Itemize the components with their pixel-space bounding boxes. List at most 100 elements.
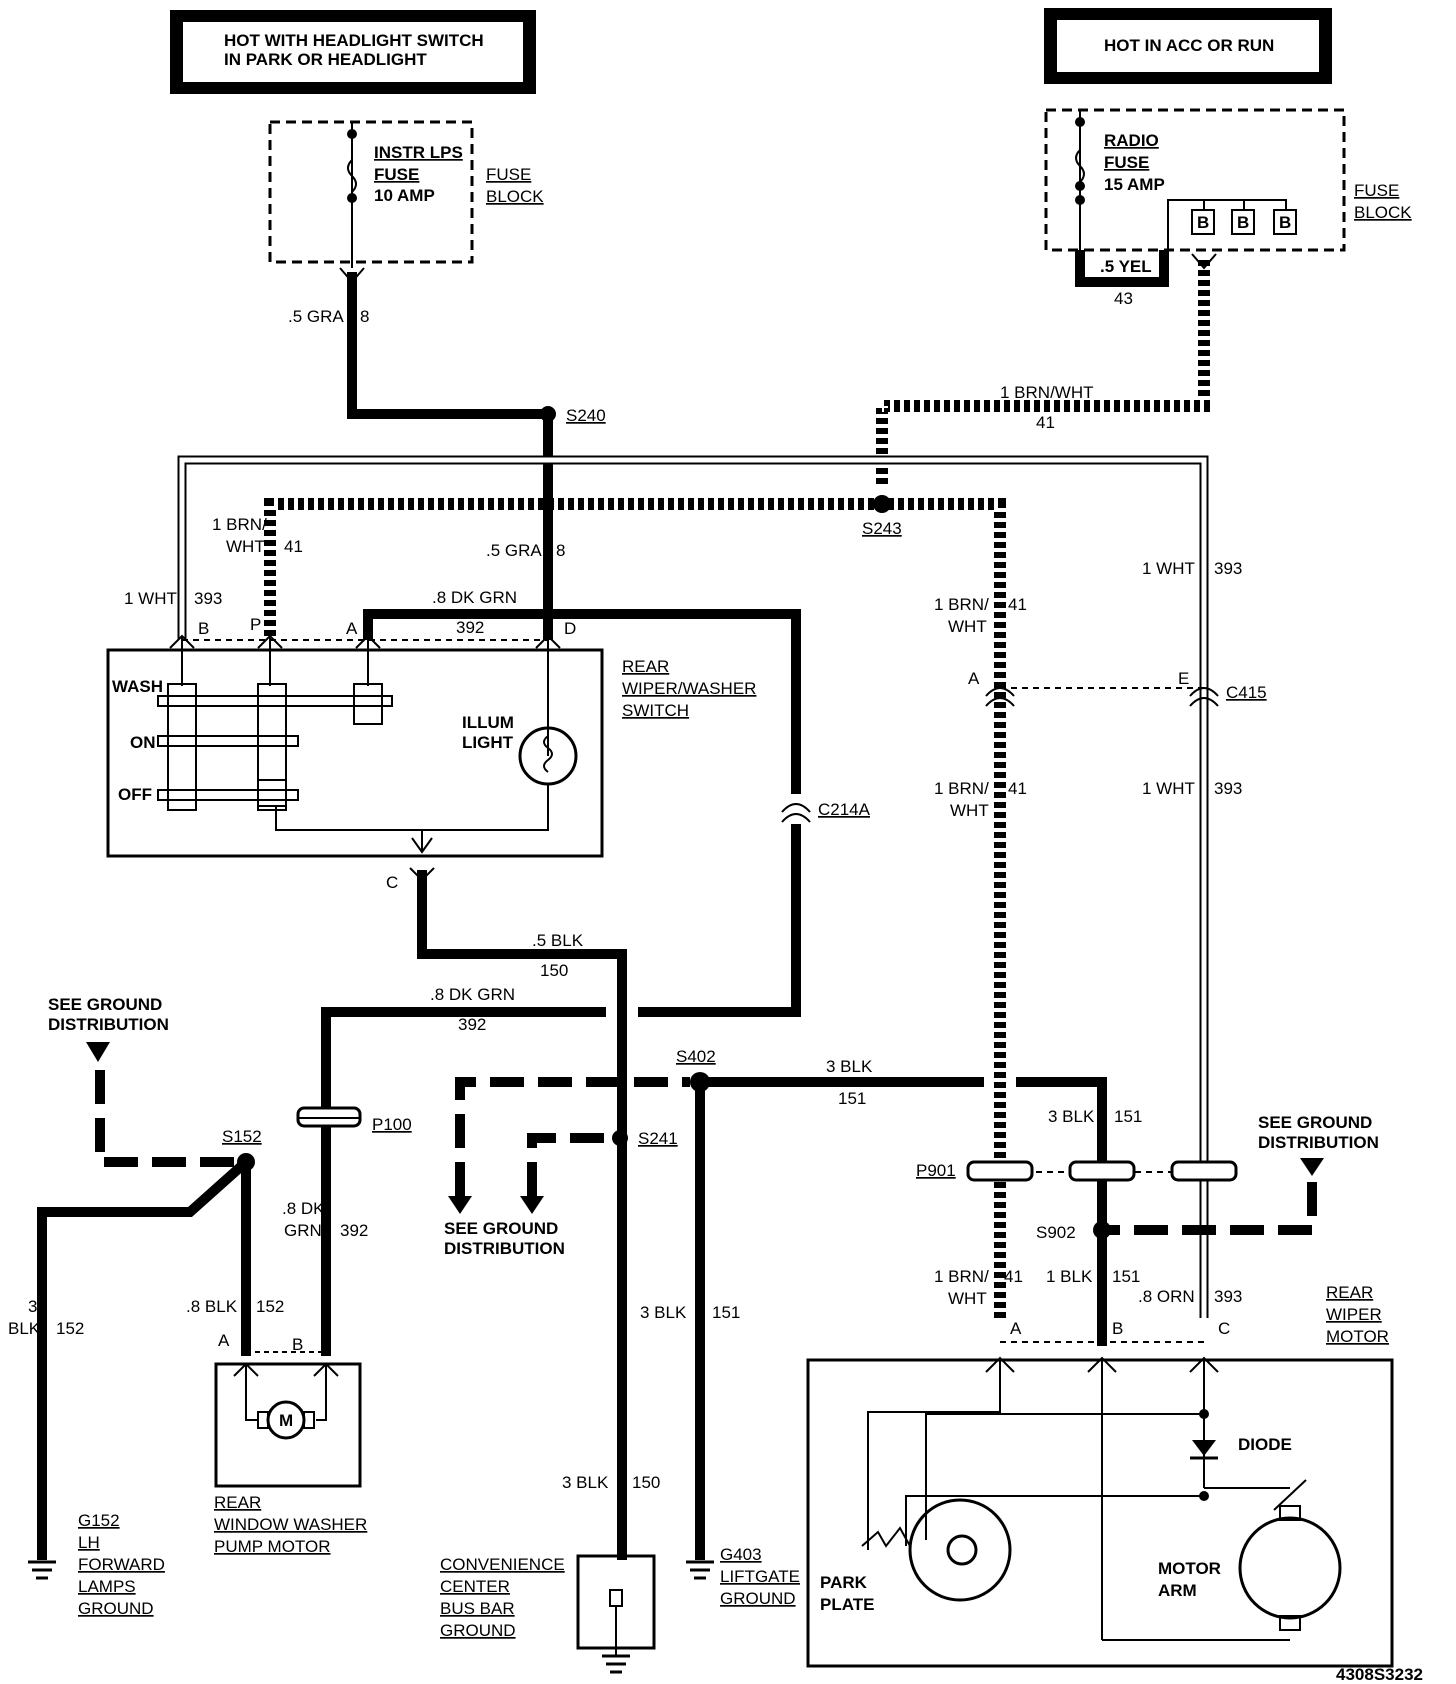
svg-text:41: 41 [1036,413,1055,432]
svg-text:WINDOW WASHER: WINDOW WASHER [214,1515,367,1534]
svg-text:B: B [1237,213,1249,232]
svg-text:PUMP MOTOR: PUMP MOTOR [214,1537,331,1556]
svg-text:DIODE: DIODE [1238,1435,1292,1454]
svg-text:LAMPS: LAMPS [78,1577,136,1596]
svg-text:1 BRN/: 1 BRN/ [212,515,267,534]
svg-text:OFF: OFF [118,785,152,804]
svg-text:BLK: BLK [8,1319,41,1338]
svg-text:S902: S902 [1036,1223,1076,1242]
svg-text:GROUND: GROUND [440,1621,516,1640]
instr-fuse-rating: 10 AMP [374,186,435,205]
svg-text:WHT: WHT [948,617,987,636]
svg-text:.8 DK GRN: .8 DK GRN [430,985,515,1004]
svg-text:41: 41 [1008,779,1027,798]
ground-arrow-right [1300,1158,1324,1176]
ground-arrow-mid2 [520,1196,544,1214]
park-plate [908,1498,1012,1602]
svg-text:1 BRN/: 1 BRN/ [934,779,989,798]
svg-text:REAR: REAR [622,657,669,676]
svg-text:C: C [1218,1319,1230,1338]
svg-text:D: D [564,619,576,638]
svg-text:1 BRN/: 1 BRN/ [934,595,989,614]
svg-text:LIGHT: LIGHT [462,733,514,752]
svg-text:B: B [1197,213,1209,232]
svg-text:FORWARD: FORWARD [78,1555,165,1574]
svg-text:3 BLK: 3 BLK [826,1057,873,1076]
svg-text:PARK: PARK [820,1573,868,1592]
svg-text:392: 392 [340,1221,368,1240]
svg-text:3 BLK: 3 BLK [562,1473,609,1492]
svg-text:SWITCH: SWITCH [622,701,689,720]
svg-text:DISTRIBUTION: DISTRIBUTION [48,1015,169,1034]
svg-text:392: 392 [458,1015,486,1034]
svg-text:152: 152 [56,1319,84,1338]
svg-text:8: 8 [360,307,369,326]
svg-text:41: 41 [284,537,303,556]
svg-text:A: A [968,669,980,688]
svg-text:WIPER/WASHER: WIPER/WASHER [622,679,756,698]
svg-text:REAR: REAR [214,1493,261,1512]
svg-text:.8 DK GRN: .8 DK GRN [432,588,517,607]
connector-p901-a [966,1160,1034,1182]
rear-wiper-washer-switch [106,648,604,858]
splice-s240-label: S240 [566,406,606,425]
bus-b2 [1231,209,1255,235]
rear-wiper-motor-box [806,1358,1394,1668]
svg-text:392: 392 [456,618,484,637]
header-right-text: HOT IN ACC OR RUN [1104,36,1274,55]
svg-text:SEE GROUND: SEE GROUND [1258,1113,1372,1132]
ground-arrow-mid1 [448,1196,472,1214]
svg-text:LH: LH [78,1533,100,1552]
svg-text:8: 8 [556,541,565,560]
svg-text:151: 151 [712,1303,740,1322]
wire-yel-num: 43 [1114,289,1133,308]
svg-text:S402: S402 [676,1047,716,1066]
svg-text:151: 151 [838,1089,866,1108]
radio-fuse-name: RADIO [1104,131,1159,150]
wire-brnwht-top-label: 1 BRN/WHT [1000,383,1094,402]
splice-s243 [873,495,891,513]
svg-text:WIPER: WIPER [1326,1305,1382,1324]
fuse-block-right-label2: BLOCK [1354,203,1412,222]
svg-text:41: 41 [1004,1267,1023,1286]
svg-text:ON: ON [130,733,156,752]
svg-text:REAR: REAR [1326,1283,1373,1302]
svg-text:1 WHT: 1 WHT [1142,779,1195,798]
svg-text:B: B [292,1335,303,1354]
svg-text:P901: P901 [916,1161,956,1180]
connector-c214a: C214A [818,800,871,819]
svg-text:41: 41 [1008,595,1027,614]
connector-c415: C415 [1226,683,1267,702]
svg-text:.8 DK: .8 DK [282,1199,325,1218]
header-left-line2: IN PARK OR HEADLIGHT [224,50,427,69]
diode-symbol [1192,1440,1216,1456]
svg-text:S152: S152 [222,1127,262,1146]
svg-text:WHT: WHT [950,801,989,820]
svg-text:PLATE: PLATE [820,1595,874,1614]
svg-text:B: B [1279,213,1291,232]
svg-text:.8 ORN: .8 ORN [1138,1287,1195,1306]
svg-text:A: A [346,619,358,638]
svg-text:ARM: ARM [1158,1581,1197,1600]
svg-text:393: 393 [1214,1287,1242,1306]
svg-text:GRN: GRN [284,1221,322,1240]
svg-text:1 WHT: 1 WHT [1142,559,1195,578]
splice-s902 [1093,1221,1111,1239]
radio-fuse-rating: 15 AMP [1104,175,1165,194]
wire-gra-top-label: .5 GRA [288,307,344,326]
svg-text:3: 3 [28,1297,37,1316]
svg-text:WHT: WHT [948,1289,987,1308]
svg-text:393: 393 [1214,559,1242,578]
svg-text:150: 150 [540,961,568,980]
svg-text:1 BLK: 1 BLK [1046,1267,1093,1286]
svg-text:.8 BLK: .8 BLK [186,1297,238,1316]
svg-text:GROUND: GROUND [720,1589,796,1608]
bus-b1 [1191,209,1215,235]
svg-text:1 WHT: 1 WHT [124,589,177,608]
svg-text:WASH: WASH [112,677,163,696]
svg-text:SEE GROUND: SEE GROUND [48,995,162,1014]
svg-text:P: P [250,615,261,634]
svg-text:P100: P100 [372,1115,412,1134]
